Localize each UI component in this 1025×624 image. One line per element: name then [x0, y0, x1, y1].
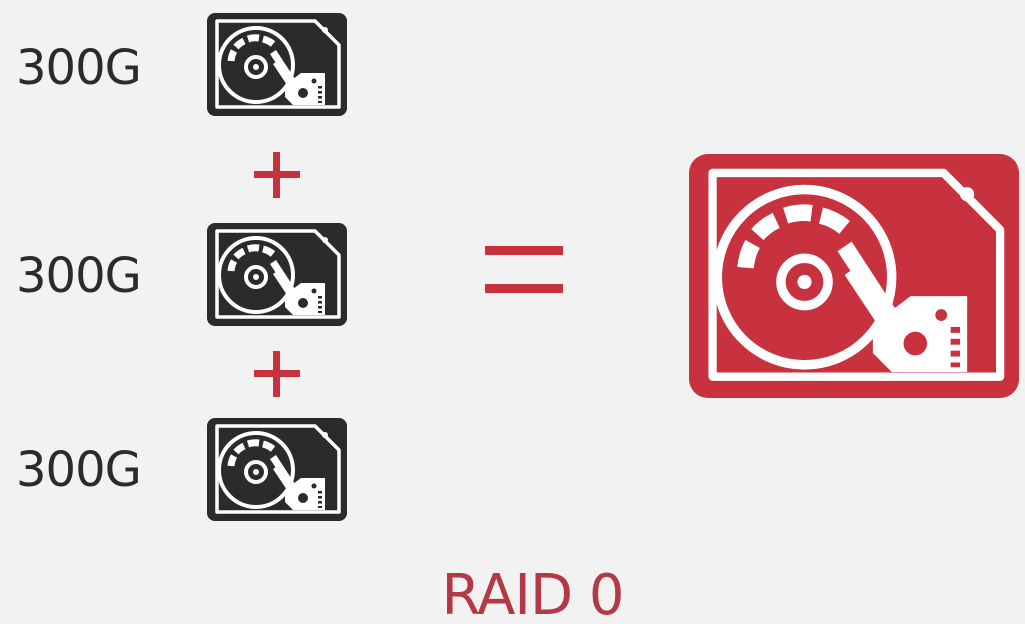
raid-array-hard-drive-icon [689, 154, 1019, 398]
hard-drive-icon [207, 223, 347, 326]
disk-capacity-label-2: 300G [16, 248, 142, 304]
disk-capacity-label-3: 300G [16, 442, 142, 498]
hard-drive-icon [207, 13, 347, 116]
hard-drive-icon [207, 418, 347, 521]
plus-operator [254, 152, 300, 198]
equals-operator [485, 246, 563, 294]
plus-operator [254, 351, 300, 397]
raid-level-title: RAID 0 [441, 563, 624, 624]
disk-capacity-label-1: 300G [16, 40, 142, 96]
